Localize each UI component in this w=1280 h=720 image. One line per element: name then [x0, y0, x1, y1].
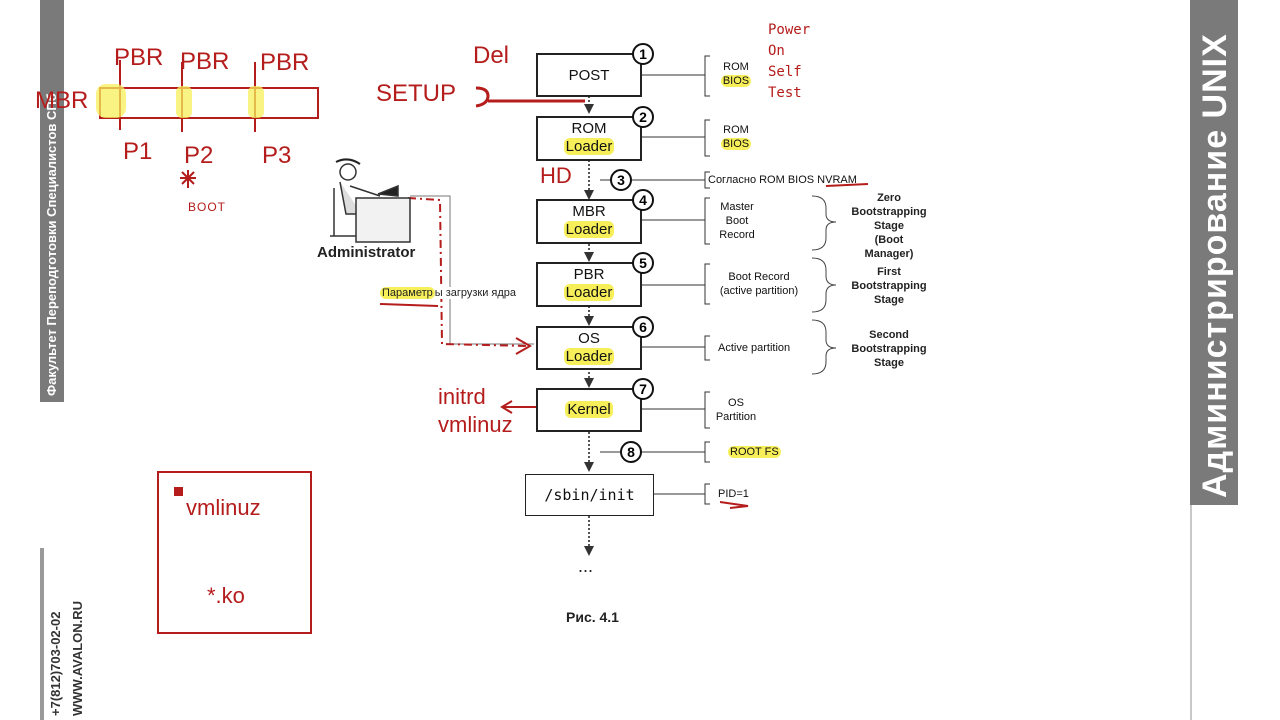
stage-line: Stage: [874, 357, 904, 369]
box-ko: *.ko: [207, 583, 245, 608]
step-number-2: 2: [632, 106, 654, 128]
disk-label-pbr-2: PBR: [180, 48, 230, 75]
os-label: OS: [578, 330, 600, 347]
figure-caption: Рис. 4.1: [566, 609, 619, 625]
power-word-2: On: [768, 43, 785, 59]
note-line: Master: [720, 201, 754, 213]
stage-second: Second Bootstrapping Stage: [846, 328, 932, 370]
mbr-label: MBR: [572, 203, 606, 220]
del-label: Del: [473, 42, 510, 69]
step-number-1: 1: [632, 43, 654, 65]
step-number-4: 4: [632, 189, 654, 211]
post-label: POST: [568, 67, 610, 84]
stage-line: First: [877, 266, 901, 278]
stage-line: Bootstrapping: [851, 280, 927, 292]
rom-label: ROM: [571, 120, 607, 137]
note-os-partition: OS Partition: [710, 396, 762, 424]
stage-line: Bootstrapping: [851, 343, 927, 355]
power-word-3: Self: [768, 64, 802, 80]
disk-label-p3: P3: [262, 142, 292, 169]
note-line: (active partition): [719, 285, 799, 297]
os-loader-label: Loader: [563, 348, 615, 365]
box-vmlinuz: vmlinuz: [186, 495, 261, 520]
step-number-8: 8: [620, 441, 642, 463]
admin-red-dash: [407, 197, 529, 347]
note-line: Boot Record: [728, 271, 790, 283]
left-top-bar: Факультет Переподготовки Специалистов СП…: [40, 0, 64, 402]
note-line-highlight: ROOT FS: [728, 446, 781, 458]
setup-label: SETUP: [376, 80, 457, 107]
os-loader-box: OS Loader: [536, 326, 642, 370]
step-number-3: 3: [610, 169, 632, 191]
left-bottom-bar: +7(812)703-02-02 WWW.AVALON.RU: [40, 548, 94, 720]
rom-loader-label: Loader: [563, 138, 615, 155]
note-line: Record: [719, 229, 755, 241]
disk-highlights: [96, 84, 264, 118]
stage-line: (Boot: [874, 234, 904, 246]
stage-line: Second: [869, 329, 909, 341]
boot-label: BOOT: [188, 200, 227, 214]
stage-line: Zero: [877, 192, 901, 204]
note-rom-bios-2: ROM BIOS: [712, 123, 760, 151]
hd-label: HD: [540, 163, 572, 188]
note-line: ROM: [723, 61, 749, 73]
note-line: ROM: [723, 124, 749, 136]
administrator-label: Administrator: [317, 244, 416, 261]
power-word-4: Test: [768, 85, 802, 101]
stage-line: Stage: [874, 294, 904, 306]
init-box: /sbin/init: [525, 474, 654, 516]
stage-line: Bootstrapping: [851, 206, 927, 218]
note-boot-record: Boot Record (active partition): [710, 270, 808, 298]
pbr-loader-box: PBR Loader: [536, 262, 642, 307]
note-root-fs: ROOT FS: [728, 445, 781, 459]
disk-label-mbr: MBR: [35, 87, 89, 114]
vmlinuz-label: vmlinuz: [438, 412, 513, 437]
disk-label-pbr-1: PBR: [114, 44, 164, 71]
initrd-label: initrd: [438, 384, 486, 409]
note-line: Boot: [725, 215, 749, 227]
power-word-1: Power: [768, 22, 811, 38]
bullet-square: [174, 487, 183, 496]
note-nvram: Согласно ROM BIOS NVRAM: [708, 174, 857, 186]
mbr-loader-label: Loader: [563, 221, 615, 238]
post-box: POST: [536, 53, 642, 97]
note-master-boot-record: Master Boot Record: [708, 200, 766, 242]
note-rom-bios-1: ROM BIOS: [712, 60, 760, 88]
kernel-files-box: vmlinuz *.ko: [157, 471, 312, 634]
note-line: OS: [728, 397, 744, 409]
ellipsis: ...: [578, 556, 594, 576]
administrator-figure: [330, 158, 411, 243]
stage-line: Manager): [864, 248, 914, 260]
disk-label-p2: P2: [184, 142, 214, 169]
params-highlight: Параметр: [380, 287, 435, 299]
pbr-label: PBR: [573, 266, 605, 283]
pbr-loader-label: Loader: [563, 284, 615, 301]
setup-bracket: [475, 86, 490, 108]
note-pid: PID=1: [718, 488, 749, 500]
disk-label-p1: P1: [123, 138, 153, 165]
note-line-highlight: BIOS: [720, 75, 752, 87]
rom-loader-box: ROM Loader: [536, 116, 642, 161]
disk-label-pbr-3: PBR: [260, 49, 310, 76]
kernel-box: Kernel: [536, 388, 642, 432]
params-rest: ы загрузки ядра: [434, 287, 517, 299]
stage-line: Stage: [874, 220, 904, 232]
mbr-loader-box: MBR Loader: [536, 199, 642, 244]
init-label: /sbin/init: [544, 486, 635, 504]
kernel-label: Kernel: [565, 401, 613, 418]
stage-first: First Bootstrapping Stage: [846, 265, 932, 307]
right-bar: Администрирование UNIX: [1190, 0, 1238, 505]
step-number-7: 7: [632, 378, 654, 400]
power-on-self-test: Power On Self Test: [768, 20, 810, 104]
note-line: Partition: [715, 411, 757, 423]
stage-zero: Zero Bootstrapping Stage (Boot Manager): [846, 191, 932, 261]
step-number-6: 6: [632, 316, 654, 338]
note-line-highlight: BIOS: [720, 138, 752, 150]
right-bar-edge: [1190, 505, 1240, 720]
step-number-5: 5: [632, 252, 654, 274]
note-active-partition: Active partition: [718, 342, 791, 354]
